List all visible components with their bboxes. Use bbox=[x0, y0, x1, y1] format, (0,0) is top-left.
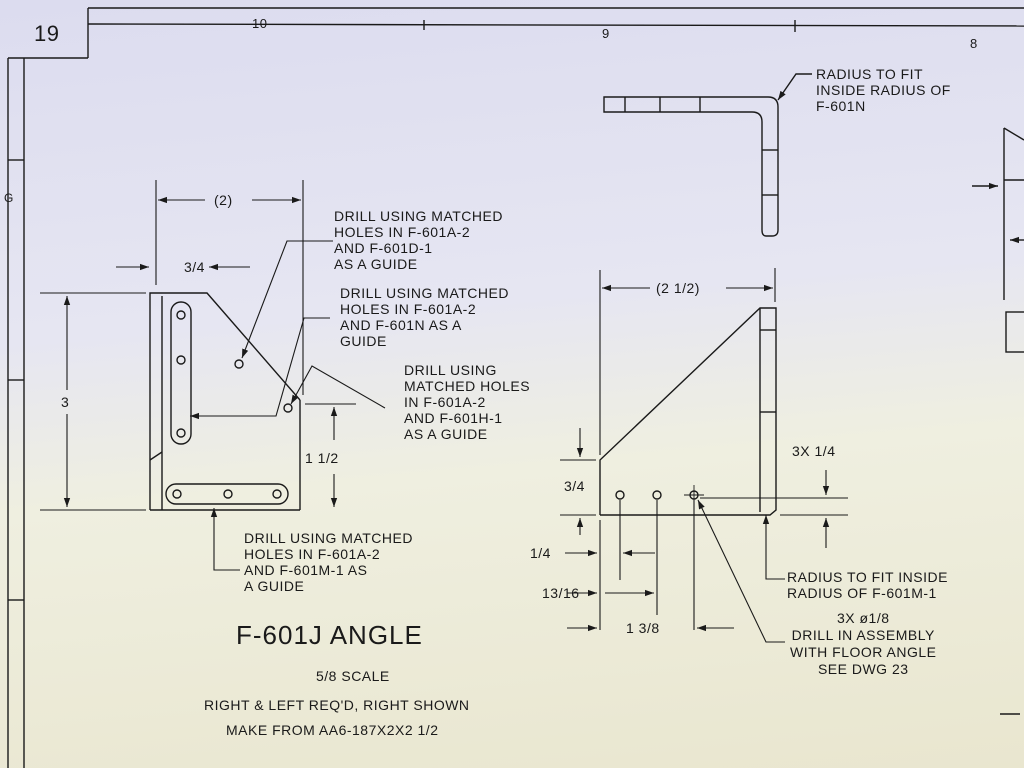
top-view-part bbox=[603, 73, 812, 237]
front-hole-height-dimension: 1 1/2 bbox=[305, 450, 339, 466]
side-view-leaders bbox=[697, 499, 785, 643]
material-note: MAKE FROM AA6-187X2X2 1/2 bbox=[226, 722, 439, 738]
scale-note: 5/8 SCALE bbox=[316, 668, 390, 684]
front-view-leaders bbox=[190, 240, 386, 571]
side-hole-dimension: 3X 1/4 bbox=[792, 443, 836, 459]
note-drill-f601d: DRILL USING MATCHED HOLES IN F-601A-2 AN… bbox=[334, 208, 503, 272]
front-flange-dimension: 3/4 bbox=[184, 259, 205, 275]
note-drill-f601n: DRILL USING MATCHED HOLES IN F-601A-2 AN… bbox=[340, 285, 509, 349]
front-height-dimension: 3 bbox=[61, 394, 70, 410]
sheet-number: 19 bbox=[34, 21, 60, 46]
partial-view-right bbox=[972, 127, 1024, 353]
column-label-9: 9 bbox=[602, 26, 610, 41]
front-view-part bbox=[149, 292, 301, 511]
column-label-10: 10 bbox=[252, 16, 268, 31]
note-drill-f601h: DRILL USING MATCHED HOLES IN F-601A-2 AN… bbox=[404, 362, 531, 442]
zone-label-g: G bbox=[4, 191, 14, 205]
side-1-4-dimension: 1/4 bbox=[530, 545, 551, 561]
note-radius-f601m: RADIUS TO FIT INSIDE RADIUS OF F-601M-1 bbox=[787, 569, 948, 601]
part-title: F-601J ANGLE bbox=[236, 620, 423, 650]
sheet-border bbox=[7, 7, 1024, 768]
side-width-dimension: (2 1/2) bbox=[656, 280, 700, 296]
note-holes-callout: 3X ø1/8 DRILL IN ASSEMBLY WITH FLOOR ANG… bbox=[790, 610, 937, 677]
side-3-4-dimension: 3/4 bbox=[564, 478, 585, 494]
front-width-dimension: (2) bbox=[214, 192, 233, 208]
side-view-part bbox=[599, 307, 777, 516]
side-1-3-8-dimension: 1 3/8 bbox=[626, 620, 660, 636]
side-view-dimensions bbox=[560, 268, 848, 632]
note-radius-f601n: RADIUS TO FIT INSIDE RADIUS OF F-601N bbox=[816, 66, 951, 114]
required-note: RIGHT & LEFT REQ'D, RIGHT SHOWN bbox=[204, 697, 470, 713]
front-view-dimensions bbox=[40, 180, 356, 511]
note-drill-f601m: DRILL USING MATCHED HOLES IN F-601A-2 AN… bbox=[244, 530, 413, 594]
column-label-8: 8 bbox=[970, 36, 978, 51]
side-13-16-dimension: 13/16 bbox=[542, 585, 580, 601]
